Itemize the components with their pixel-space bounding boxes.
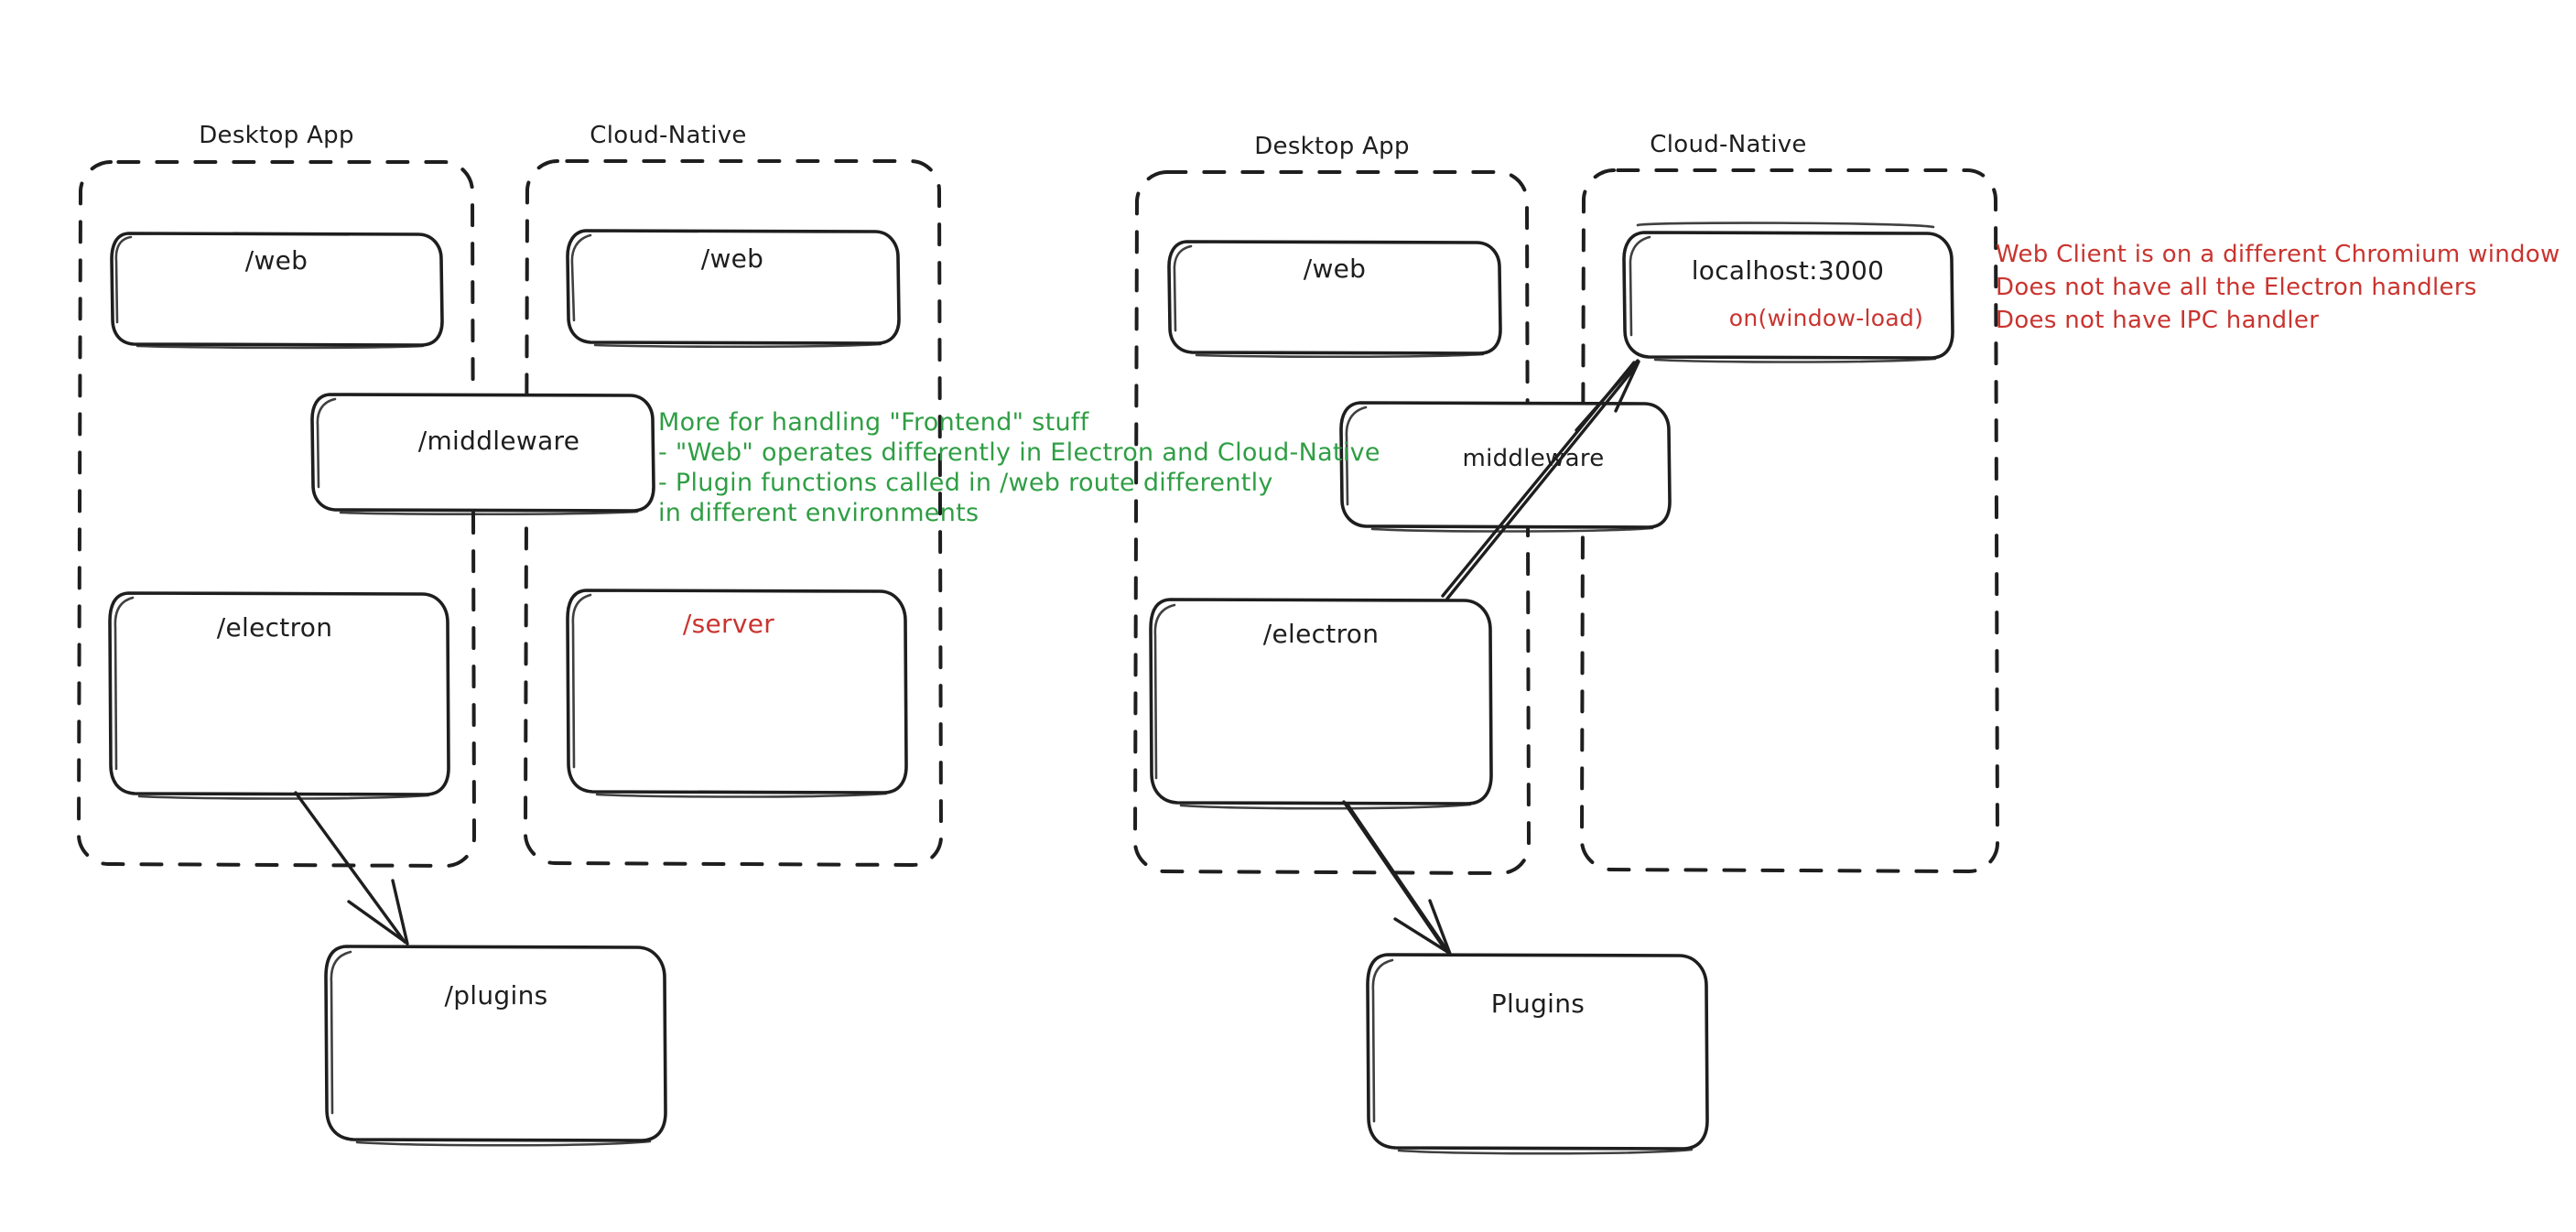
left-box-server-shape <box>566 589 908 798</box>
left-box-electron-shape <box>108 591 450 800</box>
right-group-title-desktop-app: Desktop App <box>1254 133 1410 160</box>
right-box-label-plugins: Plugins <box>1490 989 1586 1019</box>
green-note-line-4: in different environments <box>658 499 980 527</box>
right-group-title-cloud-native: Cloud-Native <box>1650 131 1807 158</box>
red-note-line-1: Web Client is on a different Chromium wi… <box>1996 241 2560 268</box>
green-note-line-3: - Plugin functions called in /web route … <box>658 469 1273 497</box>
left-box-label-server: /server <box>682 609 775 639</box>
left-arrow-electron-to-plugins <box>294 791 409 946</box>
right-box-localhost-shape <box>1622 222 1954 363</box>
right-box-label-middleware: middleware <box>1462 445 1605 472</box>
left-group-title-cloud-native: Cloud-Native <box>590 122 747 149</box>
left-box-plugins-shape <box>324 945 667 1147</box>
right-box-label-localhost: localhost:3000 <box>1691 255 1885 286</box>
right-box-middleware-shape <box>1339 401 1672 533</box>
left-box-label-middleware: /middleware <box>417 426 580 456</box>
red-note-line-2: Does not have all the Electron handlers <box>1996 274 2477 301</box>
right-box-web-shape <box>1167 240 1502 359</box>
left-box-label-web-cloud: /web <box>700 243 764 274</box>
left-box-web-desktop-shape <box>110 232 444 350</box>
right-arrow-electron-to-plugins <box>1342 800 1452 956</box>
left-group-desktop-app-container <box>77 160 476 868</box>
left-box-web-cloud-shape <box>566 229 901 349</box>
right-box-plugins-shape <box>1366 953 1709 1155</box>
left-group-cloud-native-container <box>524 159 943 867</box>
right-box-label-electron: /electron <box>1262 619 1380 649</box>
left-box-label-electron: /electron <box>216 612 333 643</box>
right-arrow-electron-to-localhost <box>1441 359 1640 600</box>
left-box-label-web-desktop: /web <box>244 245 308 276</box>
green-note-line-2: - "Web" operates differently in Electron… <box>658 438 1380 467</box>
right-group-cloud-native-container <box>1580 168 1999 873</box>
right-box-sublabel-on-window-load: on(window-load) <box>1728 305 1924 331</box>
left-box-label-plugins: /plugins <box>444 980 548 1010</box>
left-group-title-desktop-app: Desktop App <box>199 122 354 149</box>
red-note-line-3: Does not have IPC handler <box>1996 307 2320 334</box>
right-box-label-web: /web <box>1303 254 1367 284</box>
left-box-middleware-shape <box>310 393 655 516</box>
green-note-line-1: More for handling "Frontend" stuff <box>658 408 1089 437</box>
right-box-electron-shape <box>1149 598 1493 810</box>
right-group-desktop-app-container <box>1133 170 1531 875</box>
